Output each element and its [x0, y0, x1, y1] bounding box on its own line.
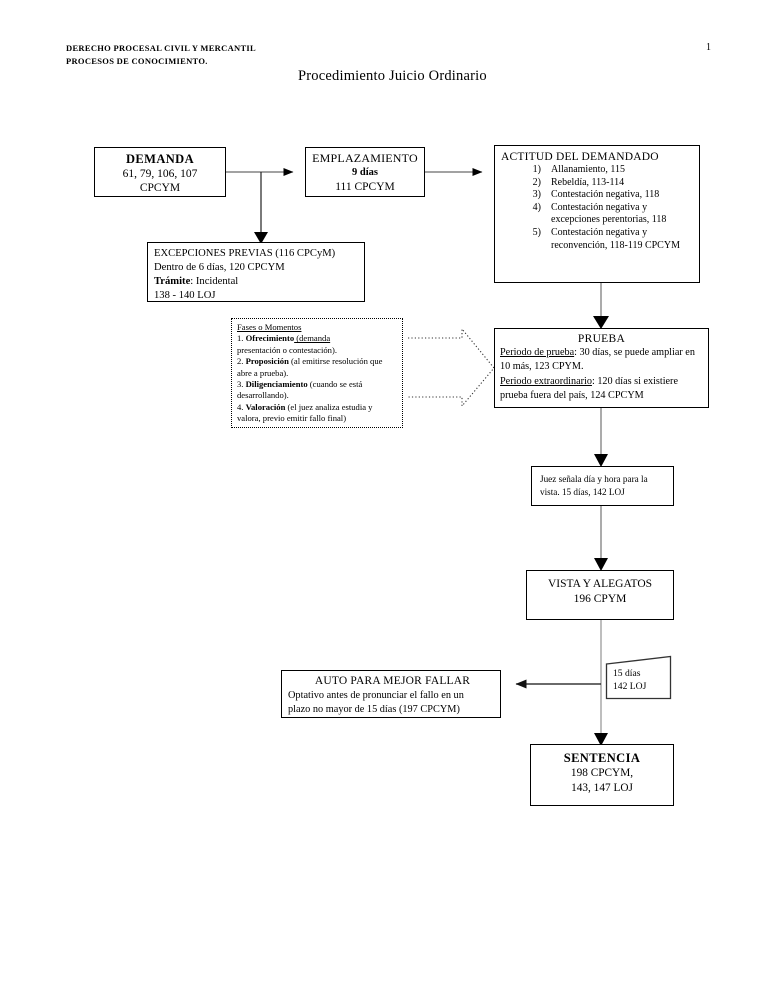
header-line-1: DERECHO PROCESAL CIVIL Y MERCANTIL — [66, 43, 256, 53]
emplazamiento-title: EMPLAZAMIENTO — [312, 151, 418, 165]
actitud-title: ACTITUD DEL DEMANDADO — [501, 151, 659, 163]
node-vista-y-alegatos[interactable]: VISTA Y ALEGATOS 196 CPYM — [526, 570, 674, 620]
node-prueba[interactable]: PRUEBA Periodo de prueba: 30 días, se pu… — [494, 328, 709, 408]
node-demanda[interactable]: DEMANDA 61, 79, 106, 107 CPCYM — [94, 147, 226, 197]
prueba-periodo-prueba: Periodo de prueba: 30 días, se puede amp… — [500, 346, 703, 374]
page-number: 1 — [706, 42, 711, 53]
node-actitud-del-demandado[interactable]: ACTITUD DEL DEMANDADO Allanamiento, 115 … — [494, 145, 700, 283]
fases-item-1-underline: (demanda — [294, 333, 331, 344]
excepciones-line-2: Dentro de 6 días, 120 CPCYM — [154, 262, 285, 273]
fases-item-2-num: 2. — [237, 356, 246, 367]
fases-item-4: 4. Valoración (el juez analiza estudia y… — [237, 402, 398, 425]
prueba-title: PRUEBA — [577, 333, 626, 345]
excepciones-line-1: EXCEPCIONES PREVIAS (116 CPCyM) — [154, 248, 336, 259]
prueba-periodo-prueba-label: Periodo de prueba — [500, 347, 575, 359]
fases-item-4-rest: (el juez analiza estudia y valora, previ… — [237, 401, 373, 424]
excepciones-tramite-label: Trámite — [154, 276, 191, 287]
auto-line-3: plazo no mayor de 15 días (197 CPCYM) — [288, 704, 460, 715]
prueba-periodo-extraordinario-text: : 120 días si existiere prueba fuera del… — [500, 375, 678, 401]
node-juez-senala-vista[interactable]: Juez señala día y hora para la vista. 15… — [531, 466, 674, 506]
node-emplazamiento[interactable]: EMPLAZAMIENTO 9 días 111 CPCYM — [305, 147, 425, 197]
excepciones-line-3: Trámite: Incidental — [154, 275, 364, 289]
page-title: Procedimiento Juicio Ordinario — [298, 68, 487, 84]
fases-item-2-bold: Proposición — [245, 356, 289, 367]
vista-line-1: VISTA Y ALEGATOS — [547, 578, 653, 590]
node-fases-o-momentos[interactable]: Fases o Momentos 1. Ofrecimiento (demand… — [231, 318, 403, 428]
list-item: Contestación negativa y reconvención, 11… — [525, 226, 680, 251]
fases-item-1-rest: presentación o contestación). — [237, 344, 337, 355]
fases-item-3: 3. Diligenciamiento (cuando se está desa… — [237, 379, 398, 402]
excepciones-line-4: 138 - 140 LOJ — [154, 290, 216, 301]
plazo-15-labels: 15 días 142 LOJ — [613, 668, 646, 693]
auto-line-2: Optativo antes de pronunciar el fallo en… — [288, 689, 464, 701]
juez-line-2: vista. 15 días, 142 LOJ — [540, 487, 625, 497]
sentencia-title: SENTENCIA — [563, 751, 641, 765]
excepciones-tramite-value: : Incidental — [190, 276, 239, 287]
prueba-periodo-prueba-text: : 30 días, se puede ampliar en 10 más, 1… — [500, 347, 695, 373]
auto-title: AUTO PARA MEJOR FALLAR — [314, 675, 471, 687]
fases-item-3-bold: Diligenciamiento — [245, 379, 308, 390]
document-header: DERECHO PROCESAL CIVIL Y MERCANTIL PROCE… — [66, 42, 256, 68]
plazo-line-1: 15 días — [613, 668, 641, 679]
node-plazo-15-dias[interactable]: 15 días 142 LOJ — [605, 655, 672, 700]
node-excepciones-previas[interactable]: EXCEPCIONES PREVIAS (116 CPCyM) Dentro d… — [147, 242, 365, 302]
prueba-periodo-extraordinario: Periodo extraordinario: 120 días si exis… — [500, 375, 703, 403]
demanda-line-3: CPCYM — [139, 182, 181, 194]
fases-item-3-rest: (cuando se está desarrollando). — [237, 379, 363, 401]
header-line-2: PROCESOS DE CONOCIMIENTO. — [66, 56, 208, 66]
emplazamiento-days: 9 días — [352, 166, 378, 178]
fases-item-2-rest: (al emitirse resolución que abre a prueb… — [237, 356, 383, 378]
fases-heading: Fases o Momentos — [237, 322, 302, 332]
list-item: Contestación negativa y excepciones pere… — [525, 201, 667, 226]
fases-item-1: 1. Ofrecimiento (demanda — [237, 333, 398, 344]
vista-line-2: 196 CPYM — [573, 593, 627, 605]
sentencia-line-3: 143, 147 LOJ — [571, 781, 633, 794]
fases-item-1-bold: Ofrecimiento — [245, 333, 295, 344]
node-auto-para-mejor-fallar[interactable]: AUTO PARA MEJOR FALLAR Optativo antes de… — [281, 670, 501, 718]
trapezoid-shape — [605, 655, 672, 700]
fases-item-4-bold: Valoración — [245, 401, 286, 412]
sentencia-line-2: 198 CPCYM, — [570, 766, 634, 779]
node-sentencia[interactable]: SENTENCIA 198 CPCYM, 143, 147 LOJ — [530, 744, 674, 806]
fases-item-1-num: 1. — [237, 333, 246, 344]
demanda-title: DEMANDA — [125, 152, 195, 166]
fases-item-4-num: 4. — [237, 401, 246, 412]
actitud-list: Allanamiento, 115 Rebeldía, 113-114 Cont… — [501, 164, 695, 252]
emplazamiento-line-3: 111 CPCYM — [335, 181, 395, 193]
list-item: Contestación negativa, 118 — [525, 189, 660, 201]
demanda-line-2: 61, 79, 106, 107 — [122, 167, 198, 180]
juez-line-1: Juez señala día y hora para la — [540, 474, 648, 484]
list-item: Rebeldía, 113-114 — [525, 176, 625, 189]
fases-item-2: 2. Proposición (al emitirse resolución q… — [237, 356, 398, 379]
list-item: Allanamiento, 115 — [525, 164, 626, 176]
prueba-periodo-extraordinario-label: Periodo extraordinario — [500, 375, 592, 387]
fases-item-3-num: 3. — [237, 379, 246, 390]
plazo-line-2: 142 LOJ — [613, 680, 647, 692]
